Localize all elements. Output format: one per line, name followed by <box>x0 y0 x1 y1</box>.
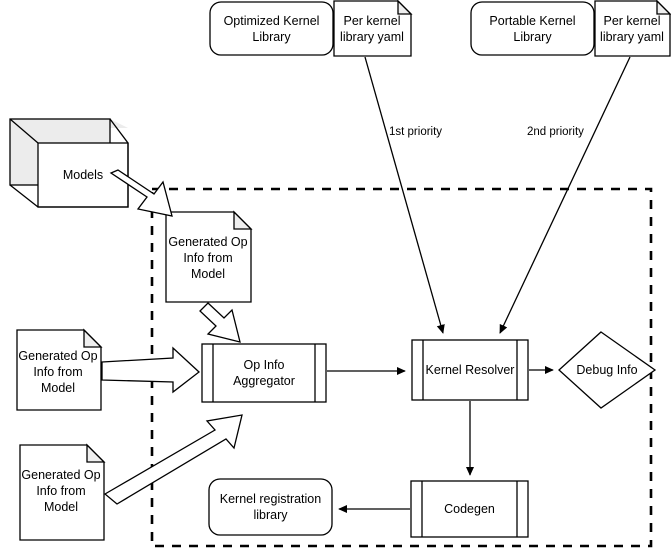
edge-yaml2-to-kernel-resolver <box>499 56 631 334</box>
block-arrow-generated-op-info-1-to-aggregator <box>199 302 241 343</box>
node-kernel-resolver[interactable] <box>411 339 529 401</box>
node-models[interactable] <box>9 118 129 208</box>
node-optimized-kernel-library[interactable] <box>209 1 334 56</box>
doc-fold-icon-2 <box>83 328 103 348</box>
node-per-kernel-library-yaml-2[interactable] <box>594 0 671 57</box>
edge-label-second-priority: 2nd priority <box>527 126 584 138</box>
edge-yaml1-to-kernel-resolver <box>364 56 445 334</box>
node-kernel-registration-library[interactable] <box>208 478 333 536</box>
node-generated-op-info-from-model-2[interactable] <box>16 329 102 411</box>
node-portable-kernel-library[interactable] <box>470 1 595 56</box>
doc-fold-icon-3 <box>86 443 106 463</box>
block-arrow-generated-op-info-3-to-aggregator <box>103 414 243 505</box>
block-arrow-generated-op-info-2-to-aggregator <box>101 346 201 394</box>
node-per-kernel-library-yaml-1[interactable] <box>333 0 412 57</box>
doc-fold-icon-1 <box>233 210 253 230</box>
node-op-info-aggregator[interactable] <box>201 343 327 403</box>
note-fold-icon-1 <box>397 0 413 15</box>
node-generated-op-info-from-model-1[interactable] <box>165 211 252 303</box>
node-codegen[interactable] <box>410 480 529 538</box>
node-debug-info[interactable] <box>558 331 657 409</box>
edge-label-first-priority: 1st priority <box>389 126 443 138</box>
note-fold-icon-2 <box>656 0 671 15</box>
block-arrow-models-to-generated-op-info-1 <box>109 169 173 217</box>
node-generated-op-info-from-model-3[interactable] <box>19 444 105 541</box>
